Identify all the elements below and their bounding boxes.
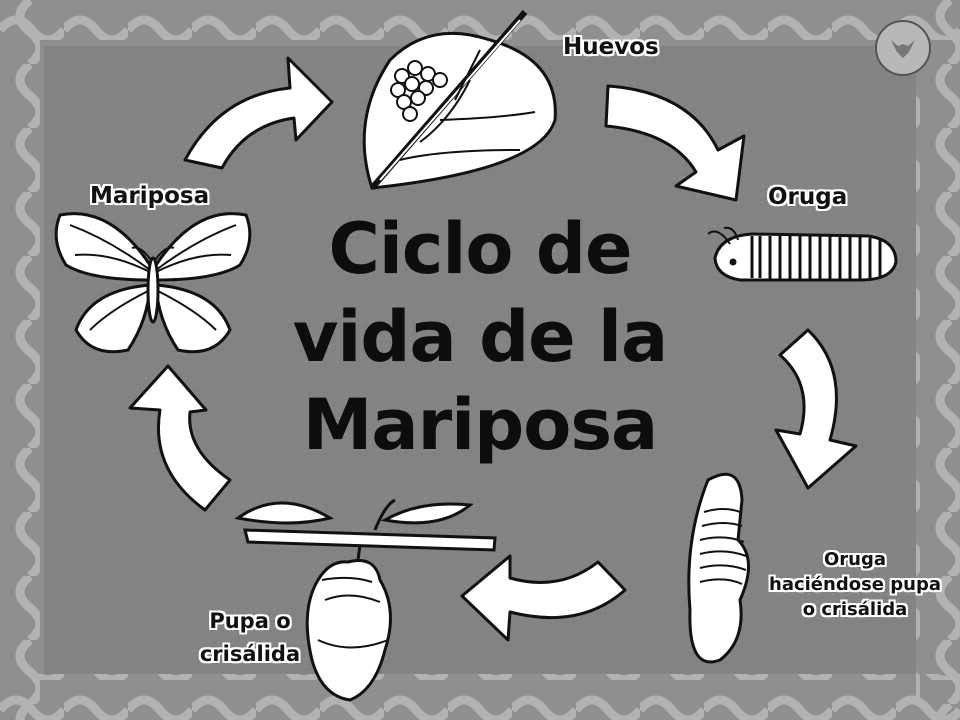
arrow-butterfly-to-eggs-icon bbox=[183, 56, 334, 170]
fox-logo-icon bbox=[873, 18, 933, 78]
arrow-pupa-to-butterfly-icon bbox=[128, 364, 232, 512]
label-pupa-line-2: crisálida bbox=[199, 642, 301, 666]
arrow-eggs-to-caterpillar-icon bbox=[604, 84, 746, 202]
butterfly-icon bbox=[54, 212, 252, 354]
chrysalis-on-branch-icon bbox=[234, 498, 497, 702]
arrow-pupating-to-pupa-icon bbox=[460, 554, 627, 642]
title-line-3: Mariposa bbox=[302, 384, 659, 466]
pupating-caterpillar-icon bbox=[687, 472, 750, 664]
label-pupa: Pupa o crisálida bbox=[180, 605, 320, 671]
label-pupa-line-1: Pupa o bbox=[209, 609, 291, 633]
arrow-caterpillar-to-pupating-icon bbox=[774, 328, 858, 490]
label-pupating-line-3: o crisálida bbox=[802, 599, 908, 620]
cycle-arrows bbox=[128, 56, 858, 642]
label-pupating-line-1: Oruga bbox=[823, 549, 887, 570]
poster-title: Ciclo de vida de la Mariposa bbox=[270, 205, 690, 469]
eggs-icon bbox=[390, 60, 448, 122]
title-line-2: vida de la bbox=[292, 296, 669, 378]
label-caterpillar: Oruga bbox=[768, 184, 848, 210]
title-line-1: Ciclo de bbox=[328, 208, 633, 290]
caterpillar-icon bbox=[707, 226, 898, 282]
label-eggs: Huevos bbox=[563, 34, 659, 60]
leaf-with-eggs-icon bbox=[362, 10, 557, 190]
label-pupating-line-2: haciéndose pupa bbox=[769, 574, 941, 595]
label-pupating: Oruga haciéndose pupa o crisálida bbox=[760, 547, 950, 622]
label-butterfly: Mariposa bbox=[90, 183, 210, 209]
